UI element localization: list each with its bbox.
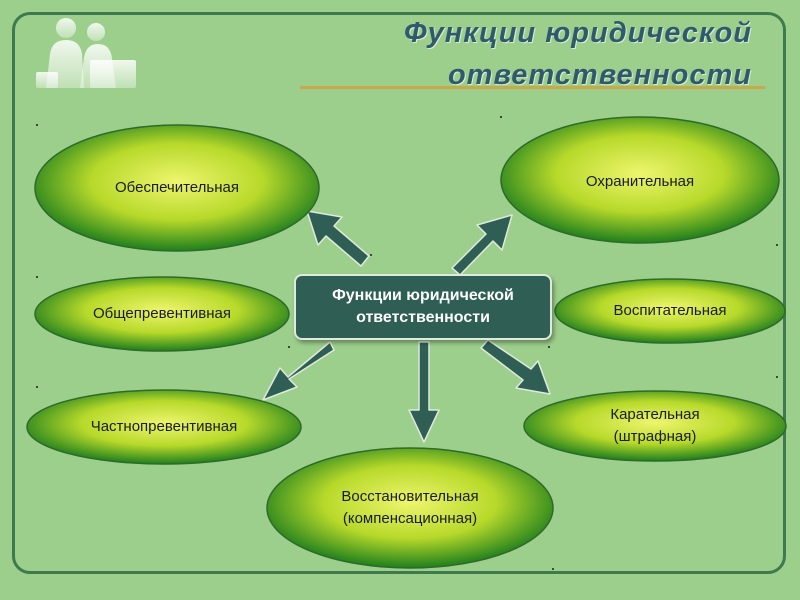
decor-dot [500, 116, 502, 118]
ellipse-vospitatelnaya [554, 278, 786, 344]
decor-dot [288, 346, 290, 348]
slide-frame [12, 12, 786, 574]
arrow-to-obshcheprev-chastnoprev [262, 341, 335, 401]
arrow-to-obespechitelnaya [306, 210, 370, 267]
two-people-silhouette-icon [36, 18, 136, 88]
arrow-to-vosstanovitelnaya [408, 341, 440, 443]
center-concept-box: Функции юридической ответственности [294, 274, 552, 340]
slide-title-line2: ответственности [447, 59, 752, 91]
slide-title-line1: Функции юридической [404, 17, 752, 49]
ellipse-vosstanovitelnaya [266, 447, 554, 569]
decor-dot [548, 346, 550, 348]
title-underline [300, 86, 765, 89]
decor-dot [776, 244, 778, 246]
decor-dot [776, 376, 778, 378]
slide-title: Функции юридической ответственности [404, 12, 752, 96]
ellipse-chastnoprev [26, 389, 302, 465]
center-concept-line2: ответственности [356, 309, 490, 326]
center-concept-line1: Функции юридической [332, 287, 514, 304]
decor-dot [36, 124, 38, 126]
ellipse-obespechitelnaya [34, 124, 320, 252]
decor-dot [36, 386, 38, 388]
decor-dot [552, 568, 554, 570]
arrow-to-okhranitelnaya [451, 214, 513, 276]
decor-dot [36, 276, 38, 278]
ellipse-okhranitelnaya [500, 116, 780, 244]
ellipse-obshcheprev [34, 276, 290, 352]
arrow-to-karatelnaya [480, 339, 551, 395]
decor-dot [370, 254, 372, 256]
ellipse-karatelnaya [523, 390, 787, 462]
